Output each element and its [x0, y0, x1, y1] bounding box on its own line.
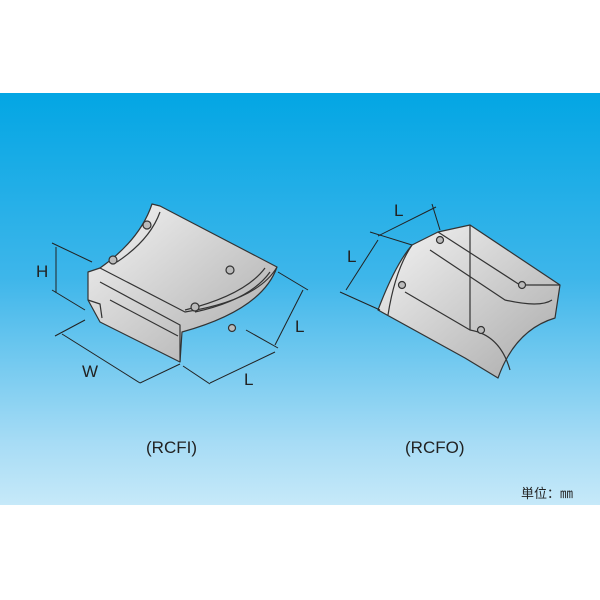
- rcfi-dim-l-side: L: [295, 317, 304, 336]
- rcfo-label: (RCFO): [405, 438, 465, 457]
- rcfo-dimension-lines: [339, 203, 441, 311]
- rcfo-drawing: [377, 224, 561, 379]
- rcfi-dim-h: H: [36, 262, 48, 281]
- rcfi-drawing: [87, 203, 278, 363]
- rcfi-label: (RCFI): [146, 438, 197, 457]
- rcfo-dim-l-top: L: [394, 201, 403, 220]
- rcfo-dim-l-side: L: [347, 247, 356, 266]
- rcfi-dimension-lines: [51, 242, 309, 385]
- rcfi-dim-w: W: [82, 362, 98, 381]
- rcfi-dim-l-bottom: L: [244, 370, 253, 389]
- unit-label: 単位：㎜: [521, 486, 574, 501]
